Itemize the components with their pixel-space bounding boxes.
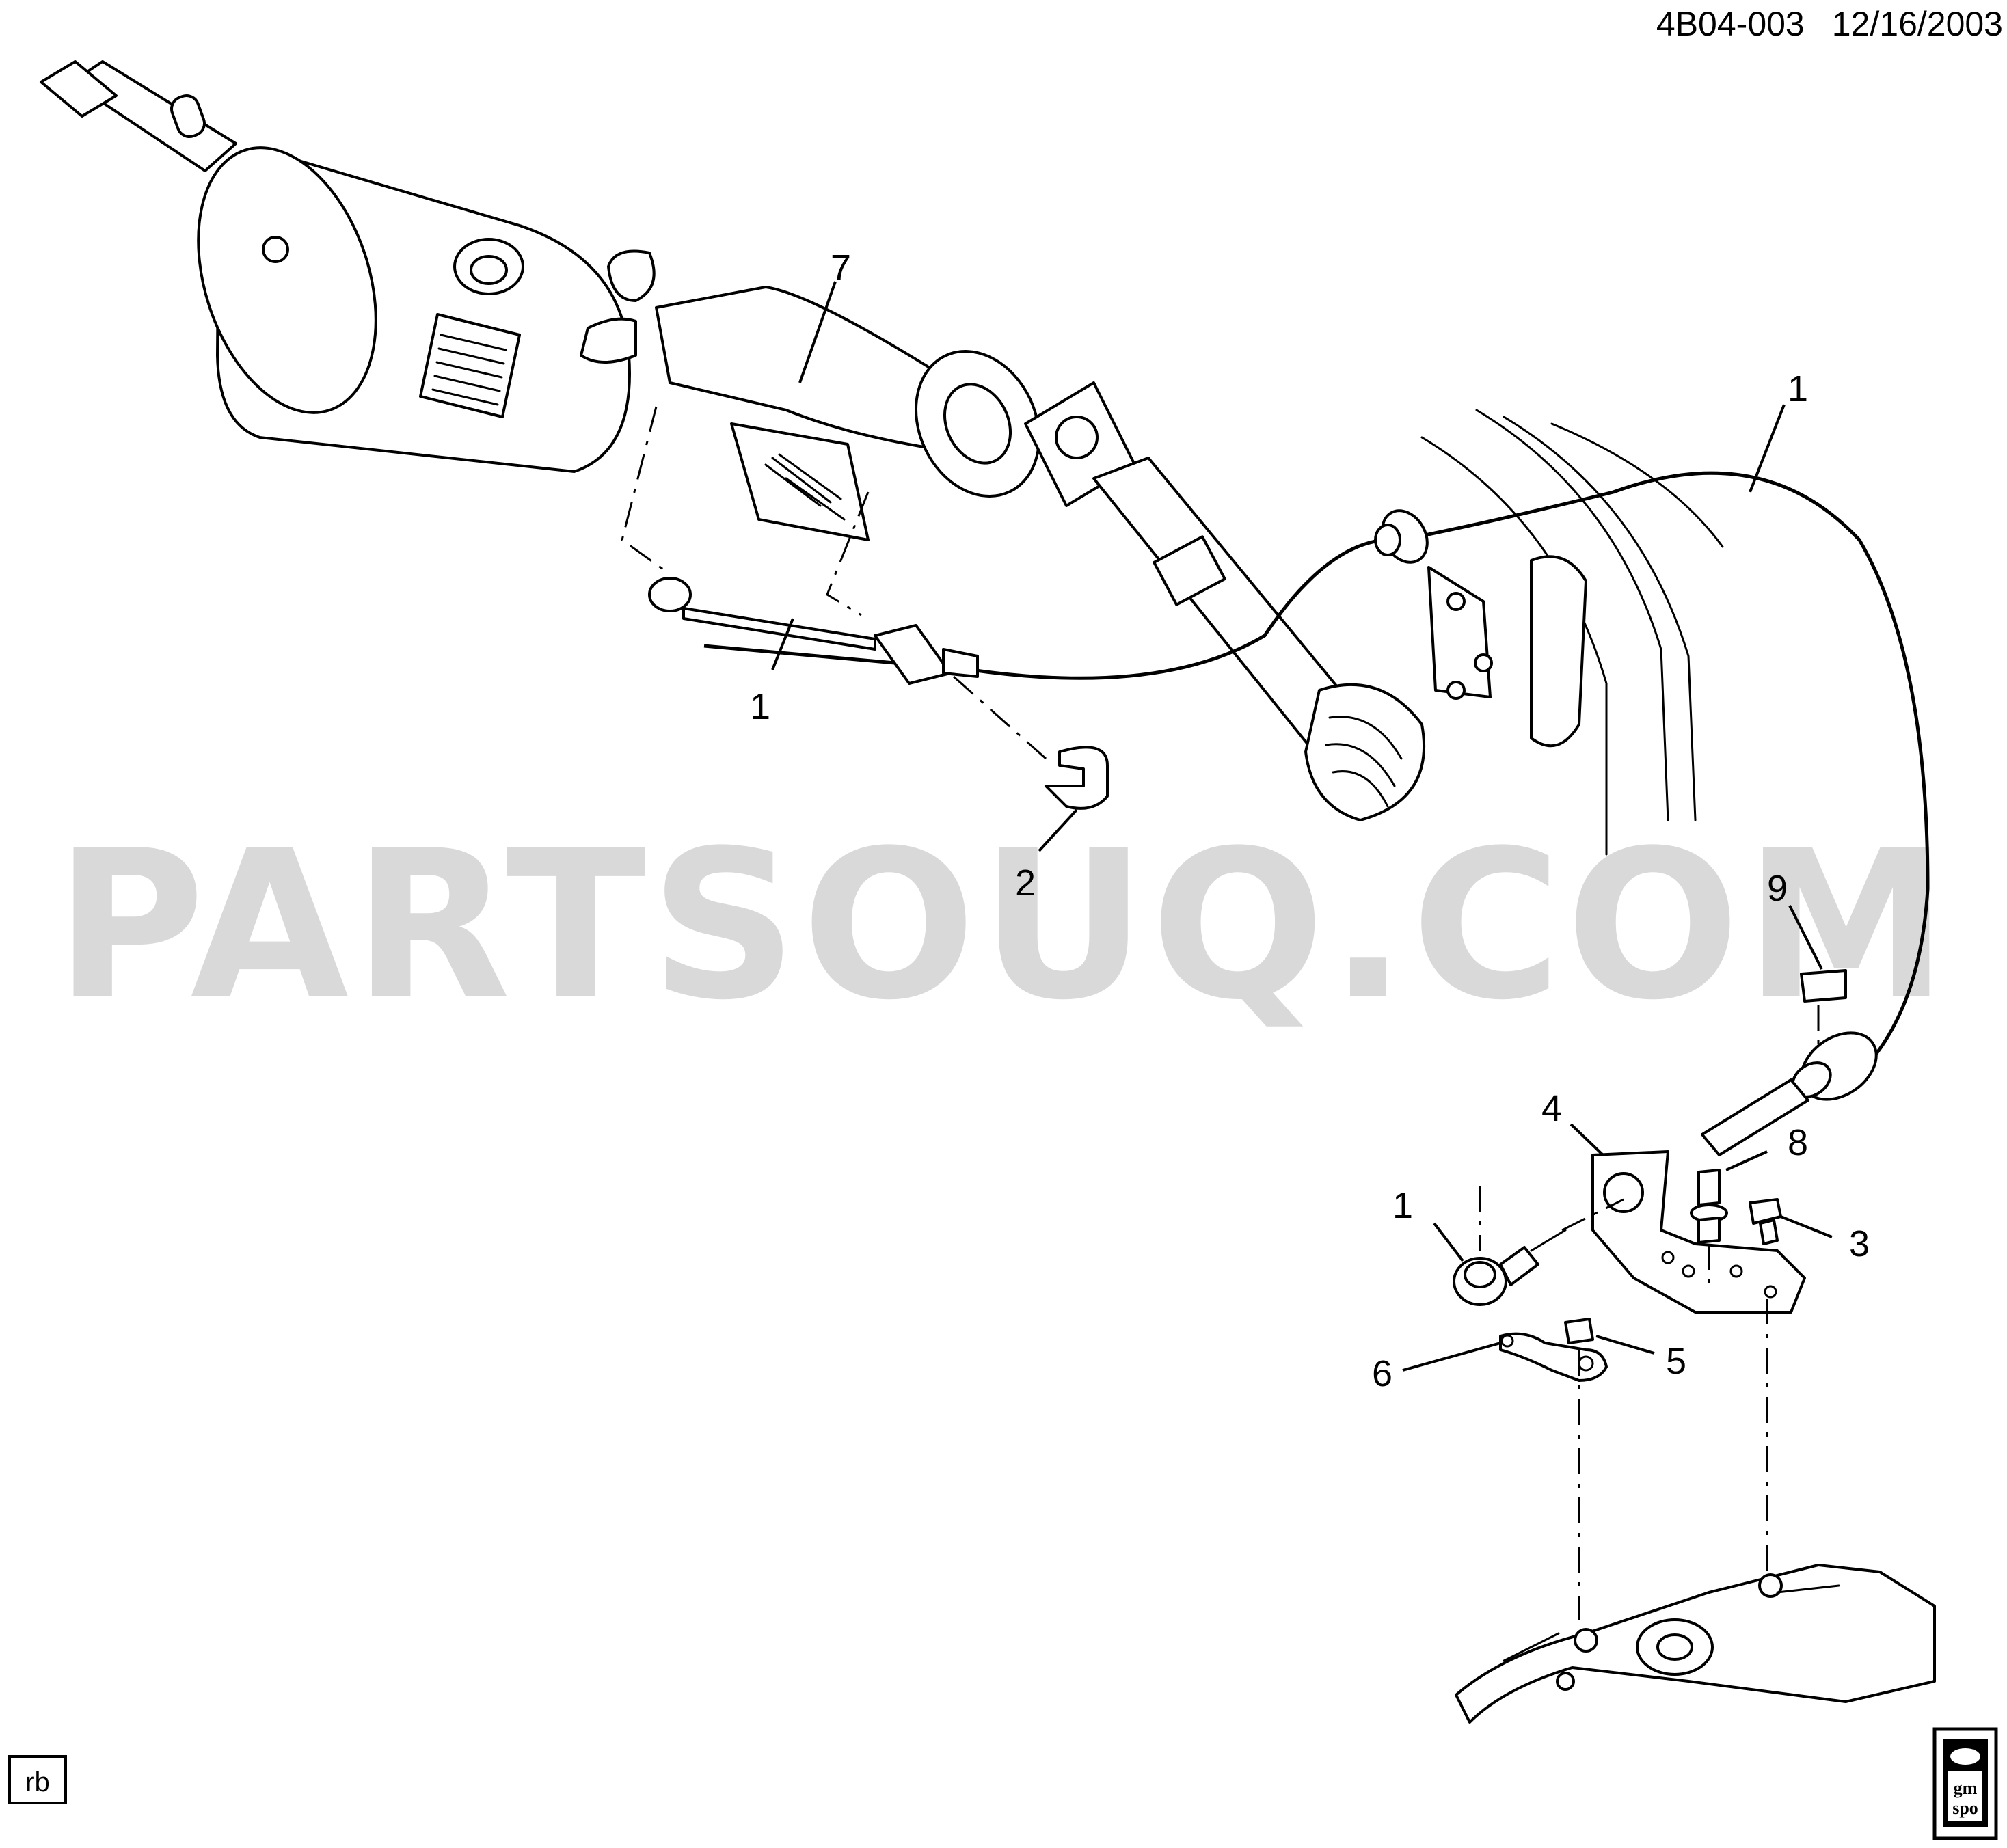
transmission-case	[1455, 1564, 1936, 1724]
retainer-clip	[1800, 969, 1847, 1003]
callout-9: 9	[1767, 868, 1788, 909]
drawing-code: 4B04-003	[1656, 5, 1805, 43]
callout-2: 2	[1015, 862, 1036, 903]
logo-text-bottom: spo	[1952, 1798, 1978, 1818]
bolt	[1749, 1198, 1782, 1245]
callout-4: 4	[1541, 1088, 1562, 1129]
assembly-dash-lines	[621, 406, 1820, 1620]
callout-6: 6	[1372, 1353, 1392, 1394]
drawing-date: 12/16/2003	[1832, 5, 2003, 43]
grille-slats	[431, 334, 507, 406]
logo-text-top: gm	[1954, 1778, 1978, 1798]
watermark: PARTSOUQ.COM	[55, 806, 1952, 1045]
callout-5: 5	[1666, 1341, 1686, 1382]
shift-cable	[648, 471, 1930, 1156]
wiring-harness	[764, 453, 846, 521]
gm-spo-logo: gm spo	[1932, 1727, 1998, 1840]
callout-labels: 7 1 1 2 9 4 8 1 3 5 6	[750, 247, 1870, 1394]
drawing-code-and-date: 4B04-003 12/16/2003	[1656, 5, 2003, 43]
callout-8: 8	[1788, 1122, 1808, 1163]
callout-3: 3	[1849, 1223, 1870, 1264]
initials-box: rb	[8, 1755, 67, 1804]
firewall-panel	[1420, 409, 1724, 856]
callout-1-lower: 1	[1392, 1185, 1413, 1226]
initials-text: rb	[25, 1767, 50, 1797]
nut	[1564, 1318, 1594, 1344]
steering-column-assembly	[40, 60, 1426, 821]
callout-1-upper-right: 1	[1788, 368, 1808, 409]
stud	[1690, 1169, 1728, 1244]
callout-1-mid-left: 1	[750, 686, 770, 727]
mounting-bracket	[1591, 1150, 1806, 1314]
cable-clip	[1045, 746, 1109, 810]
cable-end-fitting	[1453, 1229, 1567, 1306]
leader-lines	[771, 281, 1833, 1372]
callout-7: 7	[831, 247, 851, 288]
